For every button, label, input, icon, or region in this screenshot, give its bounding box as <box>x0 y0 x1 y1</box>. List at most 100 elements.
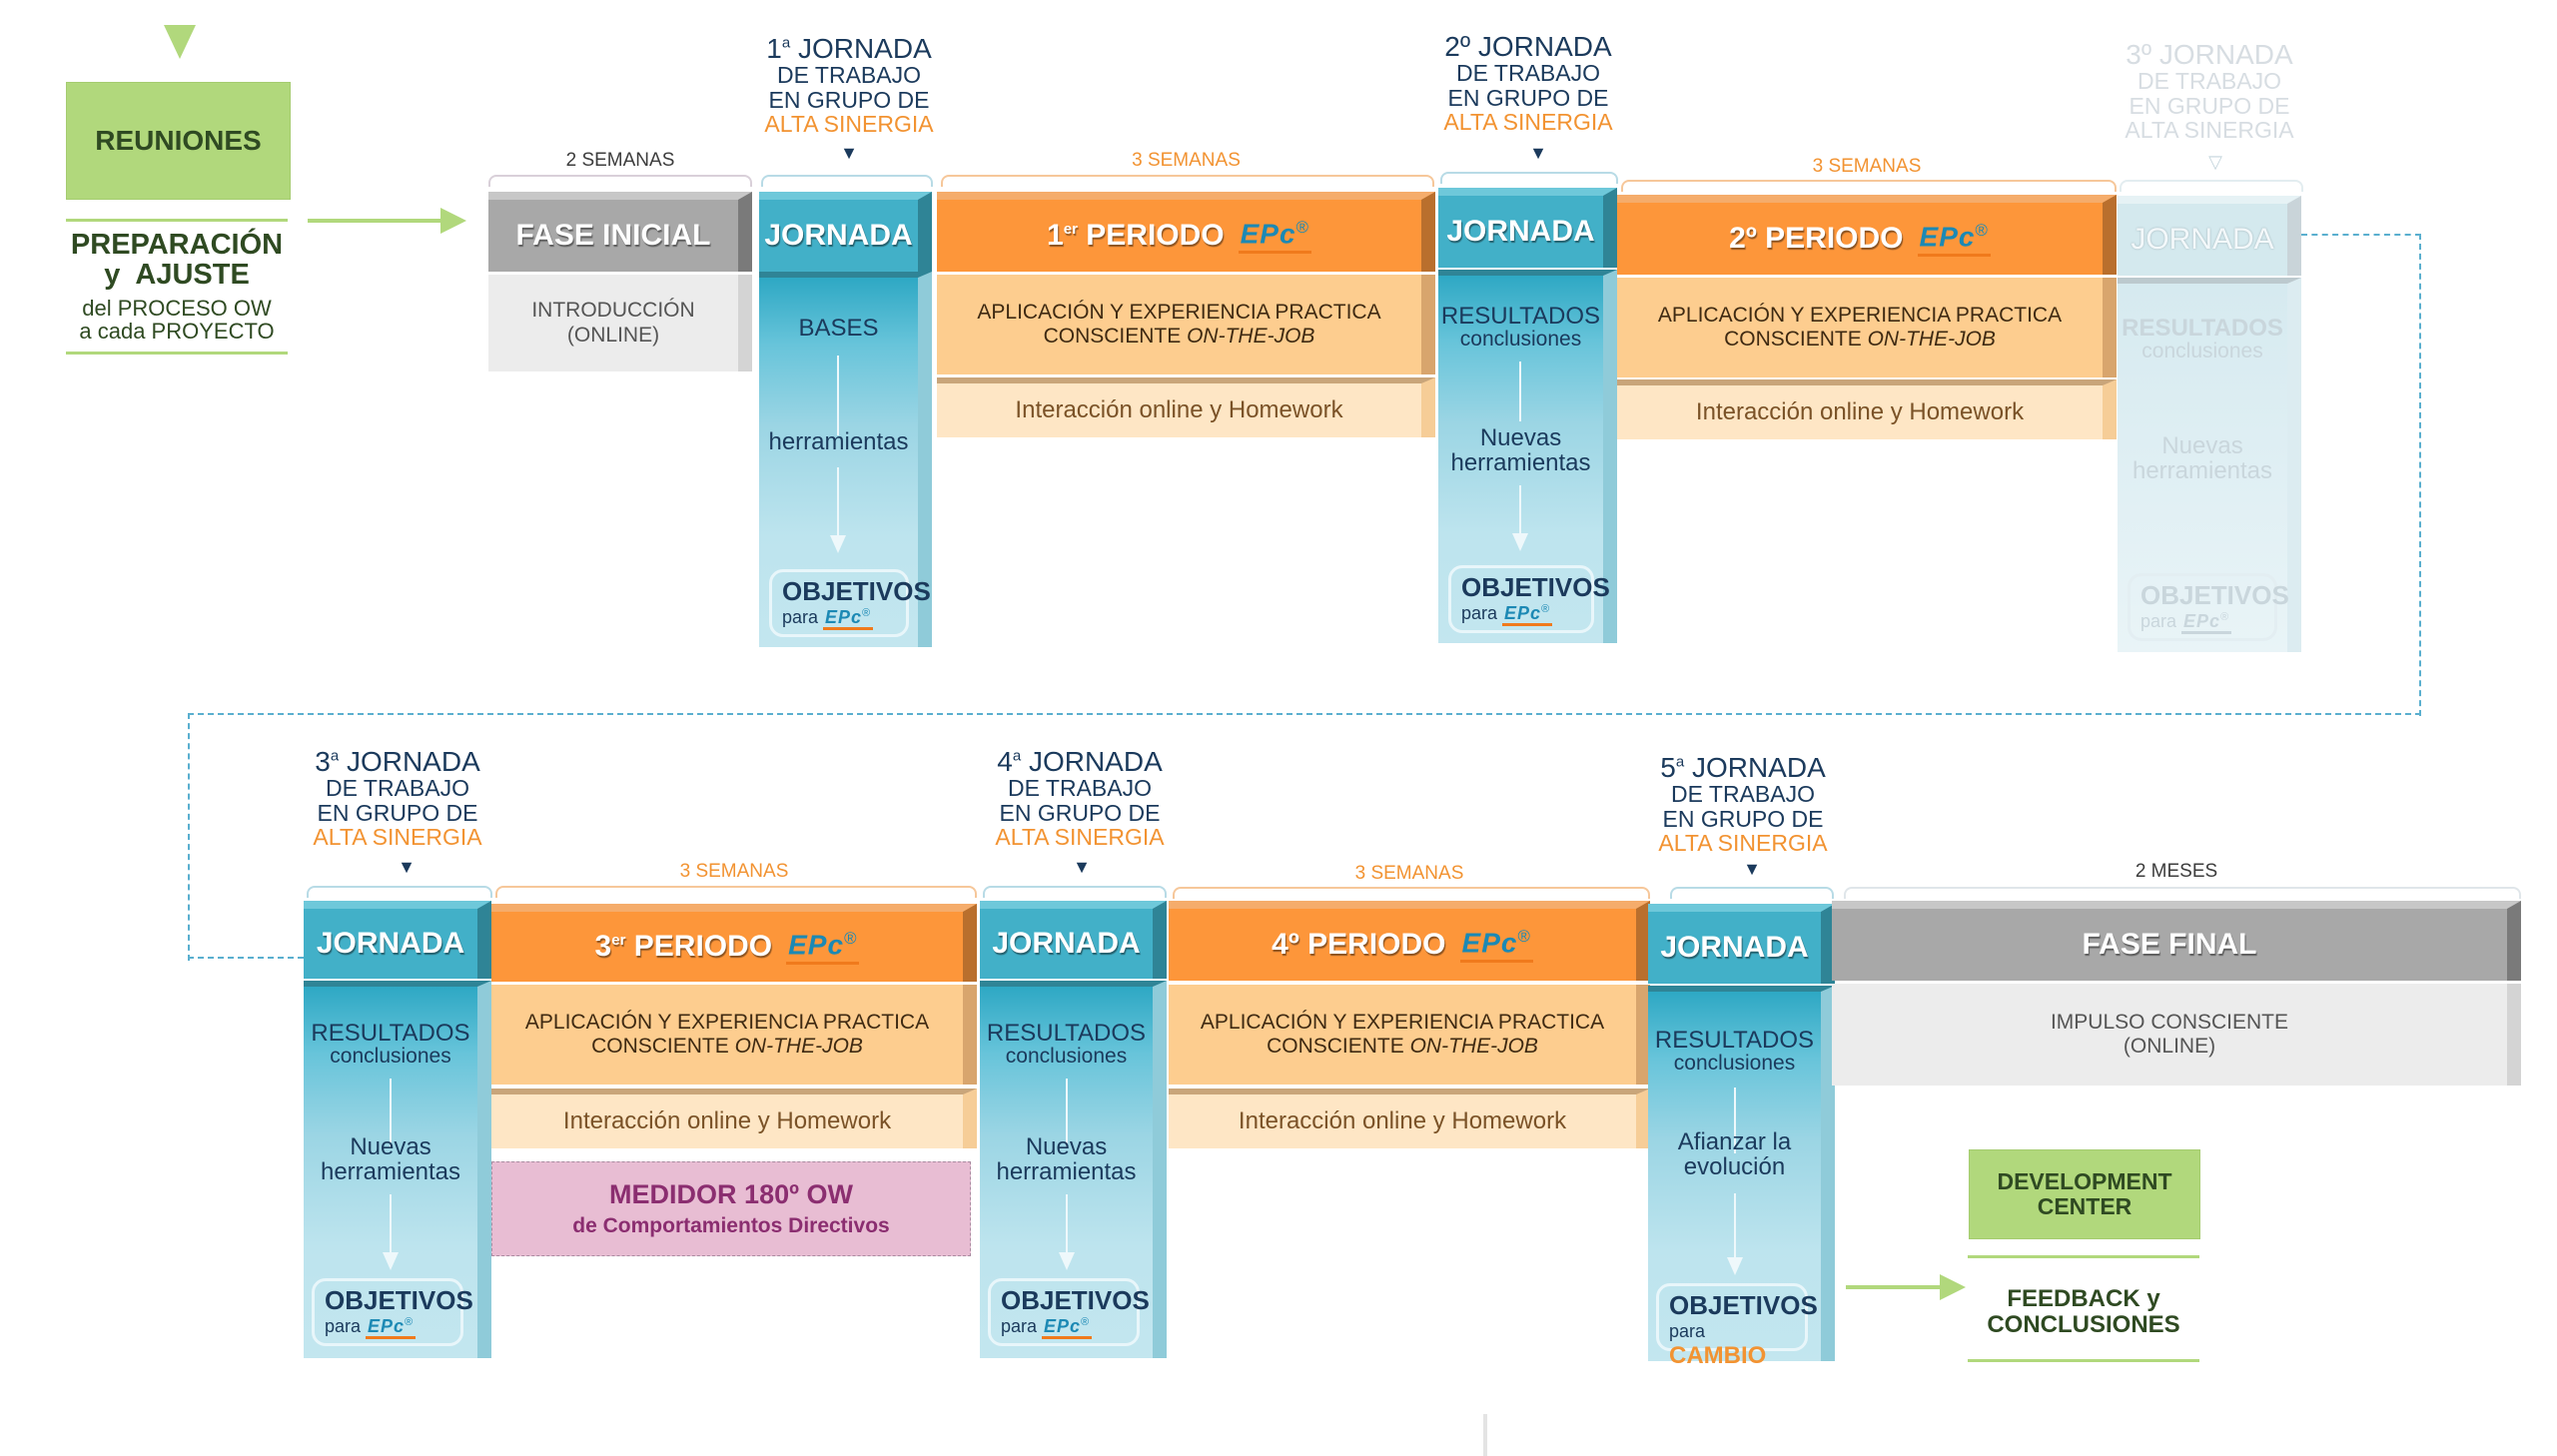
periodo-4-block[interactable]: 4º PERIODO EPc® <box>1169 901 1650 981</box>
introduccion-block: INTRODUCCIÓN (ONLINE) <box>488 275 752 371</box>
objetivos-box: OBJETIVOS para EPc® <box>2128 573 2289 641</box>
arrow-down-icon <box>383 1252 399 1270</box>
jornada-1-block[interactable]: JORNADA <box>759 192 932 272</box>
duration-label: 2 SEMANAS <box>565 150 675 171</box>
development-center-box[interactable]: DEVELOPMENT CENTER <box>1969 1149 2200 1239</box>
arrow-down-icon <box>830 535 846 553</box>
epc-logo-icon: EPc® <box>1042 1316 1093 1339</box>
objetivos-box: OBJETIVOS para EPc® <box>988 1278 1150 1346</box>
feedback-line-1: FEEDBACK y <box>2007 1285 2160 1312</box>
reuniones-label: REUNIONES <box>95 125 262 156</box>
arrow-down-icon <box>1727 1257 1743 1275</box>
periodo-2-title: 2º PERIODO <box>1729 222 1904 255</box>
fase-inicial-title: FASE INICIAL <box>515 219 711 252</box>
divider <box>66 219 288 222</box>
medidor-180-block[interactable]: MEDIDOR 180º OW de Comportamientos Direc… <box>491 1161 971 1256</box>
flow-line <box>837 467 839 537</box>
development-center-line-2: CENTER <box>2037 1193 2132 1219</box>
medidor-subtitle: de Comportamientos Directivos <box>572 1214 890 1237</box>
periodo-4-title: 4º PERIODO <box>1272 928 1446 961</box>
objetivos-box: OBJETIVOS para EPc® <box>769 569 931 637</box>
divider <box>1483 1414 1487 1456</box>
interaccion-block: Interacción online y Homework <box>1169 1089 1650 1148</box>
connector-line <box>2301 234 2421 716</box>
arrow-down-icon: ▼ <box>1743 859 1761 879</box>
epc-logo-icon: EPc® <box>366 1316 417 1339</box>
duration-brace <box>1621 180 2117 192</box>
fase-final-title: FASE FINAL <box>2082 928 2257 961</box>
epc-logo-icon: EPc® <box>786 929 860 965</box>
divider <box>66 352 288 355</box>
jornada-1-heading: 1a JORNADA DE TRABAJO EN GRUPO DE ALTA S… <box>764 33 934 137</box>
connector-line <box>188 713 2421 961</box>
aplicacion-block: APLICACIÓN Y EXPERIENCIA PRACTICA CONSCI… <box>1169 985 1650 1085</box>
jornada-4-title: JORNADA <box>992 927 1141 960</box>
flow-line <box>837 356 839 435</box>
jornada-1-column: BASES herramientas OBJETIVOS para EPc® <box>759 272 932 647</box>
bases-label: BASES <box>798 315 879 342</box>
resultados-label: RESULTADOS <box>1440 303 1601 330</box>
jornada-3-block[interactable]: JORNADA <box>304 901 491 979</box>
interaccion-block: Interacción online y Homework <box>937 377 1435 437</box>
duration-brace <box>941 175 1434 187</box>
interaccion-block: Interacción online y Homework <box>491 1089 977 1148</box>
jornada-1-title: JORNADA <box>764 219 913 252</box>
jornada-5-heading: 5a JORNADA DE TRABAJO EN GRUPO DE ALTA S… <box>1658 752 1828 856</box>
arrow-down-icon <box>1059 1252 1075 1270</box>
herramientas-label: herramientas <box>768 428 909 455</box>
introduccion-line-2: (ONLINE) <box>566 323 660 347</box>
duration-brace <box>761 175 933 187</box>
development-center-line-1: DEVELOPMENT <box>1997 1167 2172 1194</box>
feedback-block: FEEDBACK y CONCLUSIONES <box>1964 1285 2203 1339</box>
epc-logo-icon: EPc® <box>1917 221 1991 257</box>
aplicacion-block: APLICACIÓN Y EXPERIENCIA PRACTICA CONSCI… <box>1617 278 2117 377</box>
epc-logo-icon: EPc® <box>1238 218 1311 254</box>
arrow-down-icon: ▼ <box>840 143 858 163</box>
jornada-4-block[interactable]: JORNADA <box>980 901 1167 979</box>
duration-brace <box>488 175 752 187</box>
aplicacion-block: APLICACIÓN Y EXPERIENCIA PRACTICA CONSCI… <box>937 275 1435 374</box>
jornada-3-title: JORNADA <box>316 927 465 960</box>
duration-label: 3 SEMANAS <box>679 861 789 882</box>
jornada-2-block[interactable]: JORNADA <box>1438 188 1617 268</box>
preparacion-block: PREPARACIÓN y AJUSTE del PROCESO OW a ca… <box>66 230 288 344</box>
duration-label: 3 SEMANAS <box>1132 150 1241 171</box>
duration-brace <box>1844 887 2521 899</box>
periodo-1-block[interactable]: 1er PERIODO EPc® <box>937 192 1435 272</box>
duration-brace <box>307 886 492 898</box>
objetivos-box: OBJETIVOS para CAMBIO <box>1656 1283 1818 1369</box>
jornada-3-heading: 3a JORNADA DE TRABAJO EN GRUPO DE ALTA S… <box>313 746 482 850</box>
periodo-2-block[interactable]: 2º PERIODO EPc® <box>1617 195 2117 275</box>
reuniones-box[interactable]: REUNIONES <box>66 82 291 200</box>
triangle-down-icon <box>164 25 196 59</box>
duration-label: 3 SEMANAS <box>1354 863 1464 884</box>
prep-sub-1: del PROCESO OW <box>82 295 272 321</box>
jornada-3-future-block[interactable]: JORNADA <box>2118 196 2301 276</box>
epc-logo-icon: EPc® <box>2181 611 2232 634</box>
periodo-3-block[interactable]: 3er PERIODO EPc® <box>491 904 977 982</box>
objetivos-box: OBJETIVOS para EPc® <box>312 1278 473 1346</box>
flow-line <box>1066 1079 1068 1148</box>
fase-final-block[interactable]: FASE FINAL <box>1832 901 2521 981</box>
duration-label: 3 SEMANAS <box>1812 156 1922 177</box>
flow-line <box>1519 362 1521 421</box>
duration-brace <box>983 886 1167 898</box>
arrow-down-icon: ▼ <box>398 857 416 877</box>
flow-line <box>1734 1193 1736 1259</box>
jornada-2-title: JORNADA <box>1446 215 1595 248</box>
prep-title-2: y AJUSTE <box>104 259 250 292</box>
impulso-consciente-block: IMPULSO CONSCIENTE (ONLINE) <box>1832 984 2521 1086</box>
jornada-5-block[interactable]: JORNADA <box>1648 904 1835 984</box>
flow-line <box>1519 485 1521 535</box>
arrow-down-icon: ▼ <box>1529 143 1547 163</box>
arrow-right-icon <box>440 208 466 234</box>
flow-line <box>390 1079 392 1148</box>
fase-inicial-block[interactable]: FASE INICIAL <box>488 192 752 272</box>
connector-line <box>188 957 304 959</box>
duration-brace <box>1173 887 1650 899</box>
prep-sub-2: a cada PROYECTO <box>79 318 275 344</box>
duration-label: 2 MESES <box>2134 861 2218 882</box>
